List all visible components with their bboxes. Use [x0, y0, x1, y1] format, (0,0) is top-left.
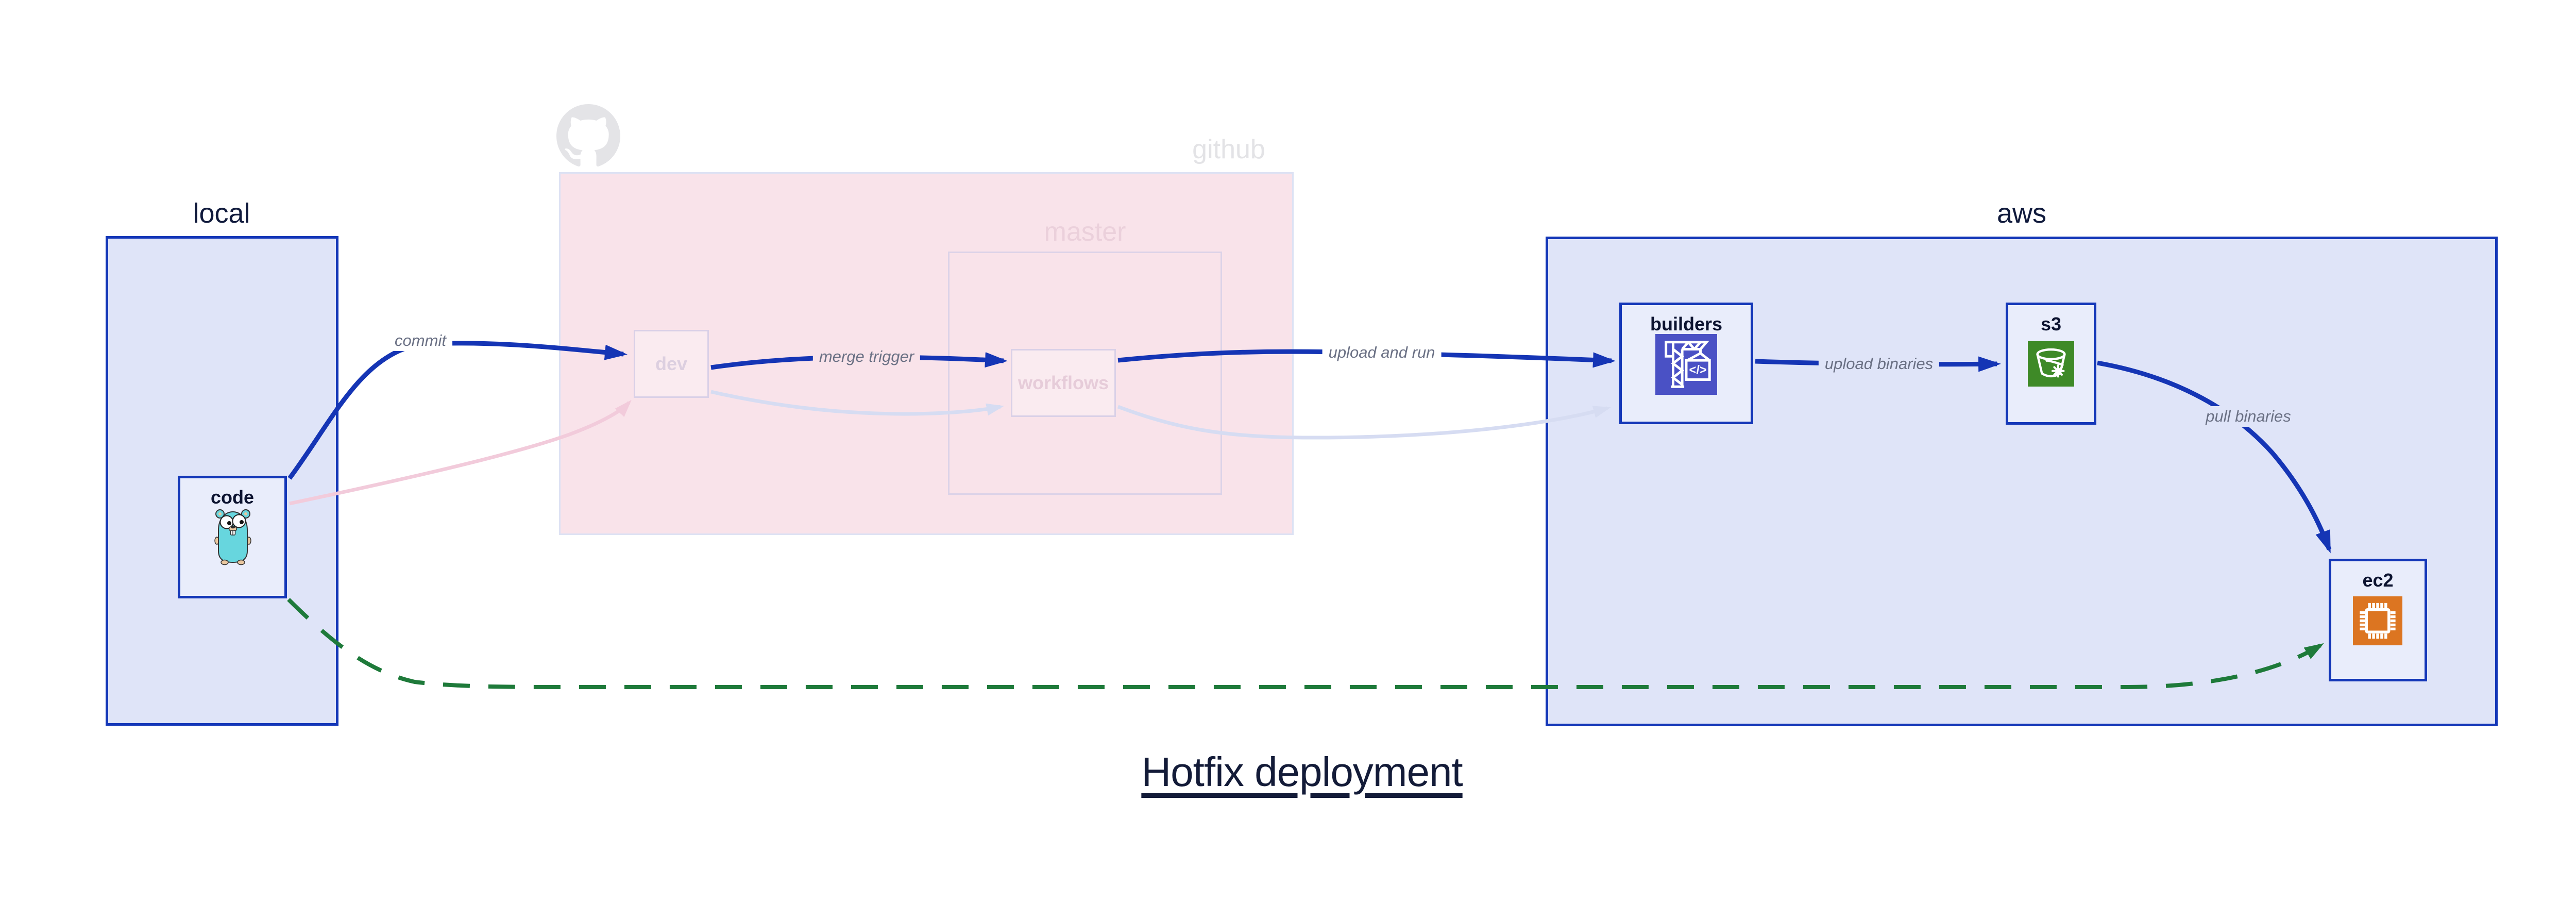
- node-ec2-label: ec2: [2362, 570, 2394, 591]
- edge-label-merge-trigger: merge trigger: [812, 346, 921, 367]
- node-dev: dev: [634, 330, 709, 398]
- node-ec2: ec2: [2329, 559, 2427, 681]
- codebuild-crane-icon: </>: [1655, 334, 1717, 395]
- gopher-icon: [212, 508, 253, 568]
- github-logo-icon: [556, 104, 620, 168]
- edge-label-pull-binaries: pull binaries: [2199, 406, 2297, 427]
- diagram-title: Hotfix deployment: [1141, 749, 1463, 795]
- edge-label-upload-and-run: upload and run: [1322, 342, 1442, 363]
- local-group-label: local: [193, 198, 250, 229]
- node-s3-label: s3: [2040, 313, 2062, 335]
- aws-group-label: aws: [1996, 198, 2047, 229]
- edge-label-upload-binaries: upload binaries: [1818, 354, 1940, 374]
- master-branch-label: master: [1044, 217, 1126, 247]
- master-branch-box: [948, 252, 1222, 495]
- node-builders-label: builders: [1650, 313, 1723, 335]
- node-code-label: code: [210, 487, 255, 508]
- svg-text:</>: </>: [1689, 364, 1707, 377]
- node-dev-label: dev: [655, 353, 688, 374]
- s3-glacier-bucket-icon: [2028, 341, 2074, 387]
- github-group-label: github: [1192, 135, 1265, 164]
- node-workflows-label: workflows: [1018, 372, 1109, 393]
- node-workflows: workflows: [1011, 349, 1116, 417]
- edge-label-commit: commit: [388, 330, 452, 351]
- ec2-chip-icon: [2353, 596, 2402, 645]
